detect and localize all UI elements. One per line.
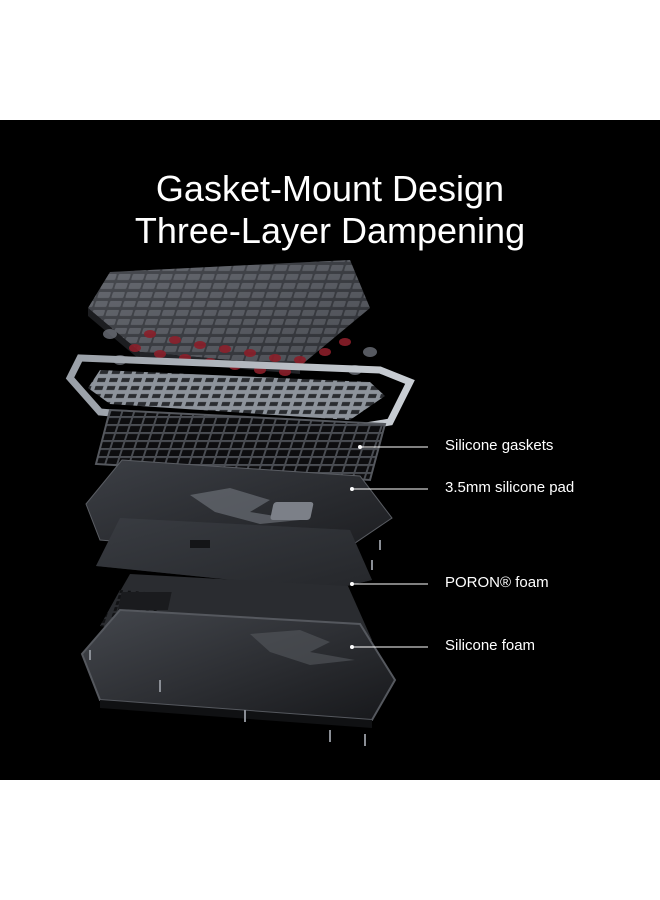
callout-silicone-pad: 3.5mm silicone pad [445, 479, 575, 496]
callout-lines [352, 446, 428, 648]
callout-dots [350, 445, 362, 649]
poron-foam-layer [96, 518, 372, 590]
headline: Gasket-Mount Design Three-Layer Dampenin… [0, 168, 660, 252]
silicone-gasket-layer [94, 408, 387, 482]
plate-layer [88, 370, 385, 420]
headline-line-1: Gasket-Mount Design [155, 168, 505, 209]
exploded-keyboard-illustration [65, 260, 428, 746]
bottom-case-layer [80, 608, 397, 728]
callout-poron-foam: PORON® foam [445, 574, 549, 591]
product-image-panel: Gasket-Mount Design Three-Layer Dampenin… [0, 120, 660, 780]
screws [89, 540, 381, 746]
callout-silicone-gaskets: Silicone gaskets [445, 437, 554, 454]
headline-line-2: Three-Layer Dampening [134, 210, 526, 251]
callout-silicone-foam: Silicone foam [445, 637, 536, 654]
